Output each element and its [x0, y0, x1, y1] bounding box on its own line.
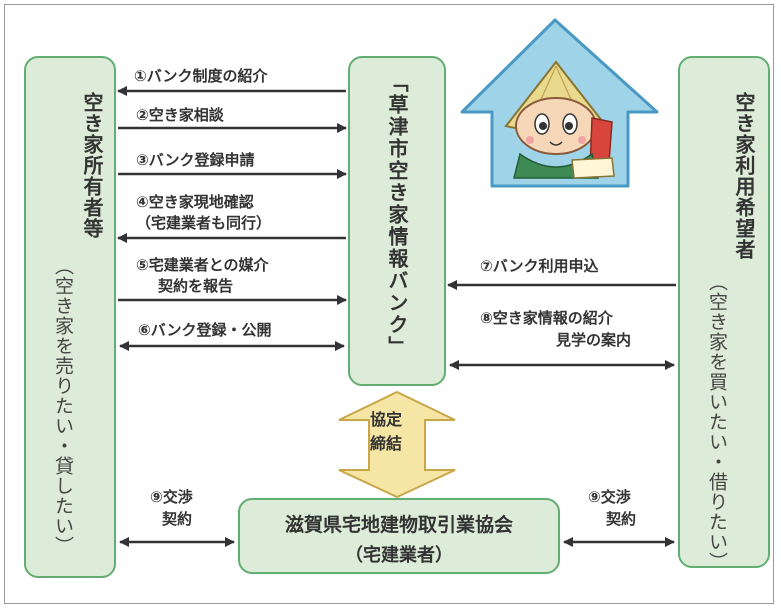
- association-sub: （宅建業者）: [345, 545, 453, 566]
- step6-label: ⑥バンク登録・公開: [138, 321, 272, 339]
- owner-box: 空き家所有者等 （空き家を売りたい・貸したい）: [24, 56, 116, 578]
- step7-label: ⑦バンク利用申込: [480, 257, 599, 275]
- step8-label-line1: ⑧空き家情報の紹介: [480, 309, 613, 327]
- bank-box: 「草津市空き家情報バンク」: [348, 56, 446, 386]
- association-box: 滋賀県宅地建物取引業協会 （宅建業者）: [238, 498, 560, 574]
- step8-label-line2: 見学の案内: [556, 331, 632, 349]
- step1-label: ①バンク制度の紹介: [134, 67, 268, 85]
- agreement-label: 協定 締結: [370, 408, 402, 456]
- step4-label-line2: （宅建業者も同行）: [136, 214, 272, 232]
- step4-label-line1: ④空き家現地確認: [136, 193, 254, 211]
- step9-right-line1: ⑨交渉: [588, 488, 631, 506]
- owner-title: 空き家所有者等: [80, 92, 104, 239]
- user-title: 空き家利用希望者: [732, 92, 756, 260]
- step5-label-line2: 契約を報告: [158, 277, 234, 295]
- bank-title: 「草津市空き家情報バンク」: [385, 72, 409, 358]
- diagram-frame: [4, 4, 774, 604]
- step5-label-line1: ⑤宅建業者との媒介: [136, 256, 269, 274]
- user-subtitle: （空き家を買いたい・借りたい）: [706, 272, 728, 572]
- agreement-line1: 協定: [370, 410, 403, 429]
- step3-label: ③バンク登録申請: [136, 151, 255, 169]
- agreement-line2: 締結: [370, 434, 403, 453]
- step2-label: ②空き家相談: [136, 106, 224, 124]
- user-box: 空き家利用希望者 （空き家を買いたい・借りたい）: [678, 56, 770, 572]
- straw-hat-mascot-icon: [504, 60, 615, 179]
- agreement-arrow: [338, 390, 456, 499]
- step9-right-line2: 契約: [606, 510, 637, 528]
- step9-left-line2: 契約: [162, 510, 193, 528]
- owner-subtitle: （空き家を売りたい・貸したい）: [52, 256, 74, 556]
- association-name: 滋賀県宅地建物取引業協会: [284, 514, 513, 536]
- step9-left-line1: ⑨交渉: [150, 488, 193, 506]
